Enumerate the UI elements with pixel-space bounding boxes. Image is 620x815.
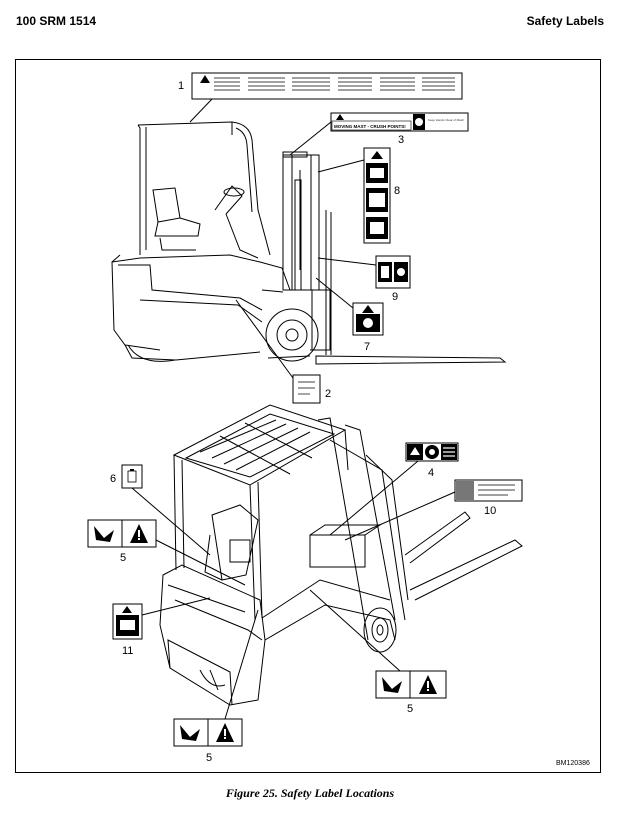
- figure-caption: Figure 25. Safety Label Locations: [225, 786, 395, 800]
- drawing-id: BM120386: [556, 760, 590, 767]
- callout-10: 10: [484, 505, 496, 517]
- label-3-moving-mast: [330, 112, 469, 132]
- label-5-hand-crush-left: [87, 519, 157, 548]
- label-7-crush-warning: [352, 302, 384, 336]
- forklift-iso-view: [159, 404, 523, 706]
- header-doc-number: 100 SRM 1514: [16, 14, 97, 28]
- callout-8: 8: [394, 185, 400, 197]
- label-3-side-text: Keep Hands Clear of Mast!: [428, 118, 464, 122]
- label-3-text: MOVING MAST - CRUSH POINTS!: [334, 124, 406, 129]
- callout-7: 7: [364, 341, 370, 353]
- callout-6: 6: [110, 473, 116, 485]
- header-section-title: Safety Labels: [526, 14, 604, 28]
- callout-3: 3: [398, 134, 404, 146]
- label-9-mast-warning: [375, 255, 411, 289]
- label-6-seat-label: [121, 464, 143, 489]
- callout-5-right: 5: [407, 703, 413, 715]
- callout-2: 2: [325, 388, 331, 400]
- callout-4: 4: [428, 467, 434, 479]
- label-5-hand-crush-right: [375, 670, 447, 699]
- label-2-frame-label: [292, 374, 321, 404]
- label-8-mast-warnings: [363, 147, 391, 244]
- label-4-direction-label: [405, 442, 459, 462]
- label-10-battery-label: [454, 479, 523, 502]
- forklift-side-view: [111, 121, 507, 365]
- callout-5-bottom: 5: [206, 752, 212, 764]
- callout-9: 9: [392, 291, 398, 303]
- label-11-operator-label: [112, 603, 143, 640]
- label-1-overhead-guard-label: [189, 72, 463, 123]
- label-5-hand-crush-bottom: [173, 718, 243, 747]
- callout-11: 11: [122, 645, 133, 657]
- callout-1: 1: [178, 80, 184, 92]
- figure-frame: [15, 59, 601, 773]
- callout-5-left: 5: [120, 552, 126, 564]
